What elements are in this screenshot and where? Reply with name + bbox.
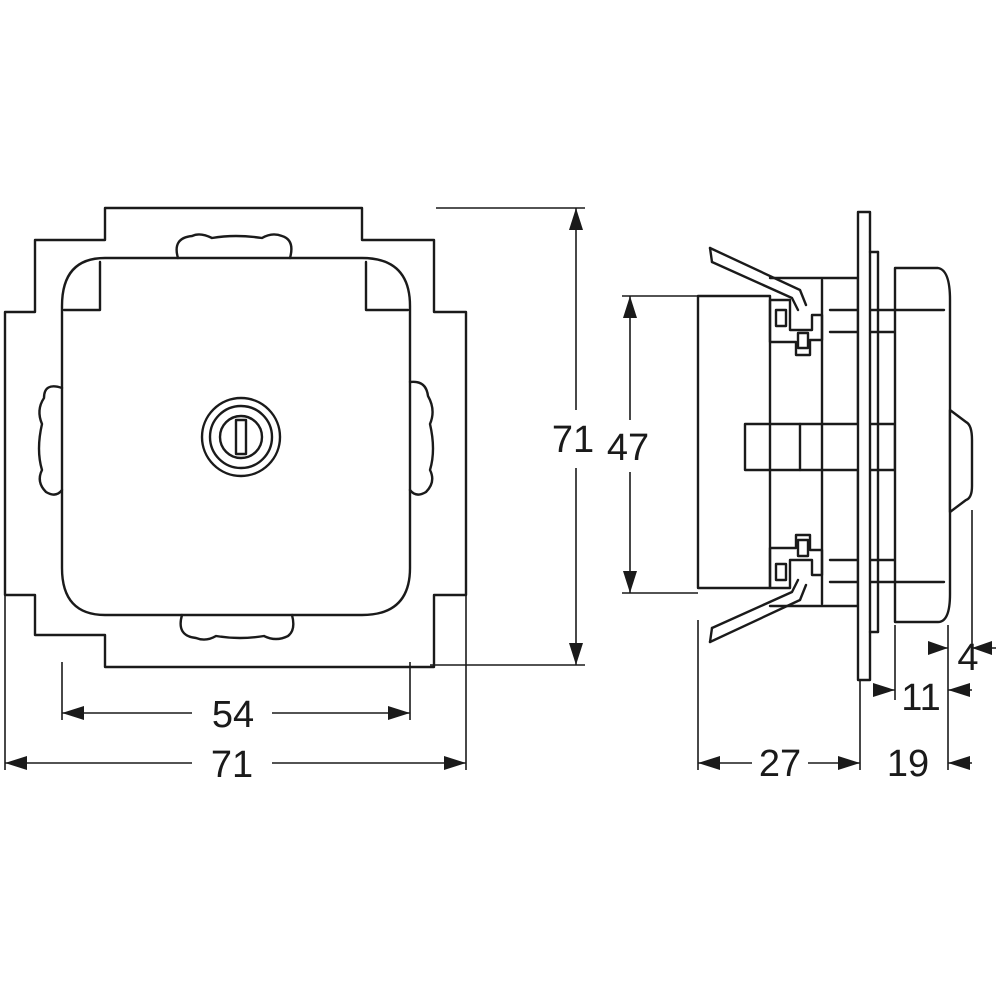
dimension-4: 4 [957,637,978,679]
lock-inner-ring [208,404,274,470]
arrow-head [838,756,860,770]
arrow-head [972,641,992,655]
top-clip [175,233,293,260]
front-dimensions: 54 71 71 [4,207,594,786]
side-knob [948,408,974,514]
arrow-head [5,756,27,770]
dimension-19: 19 [887,743,929,785]
lower-terminal [768,533,824,590]
corner-notch-tl [62,260,102,312]
lock-outer-ring [200,396,282,478]
dimension-54: 54 [212,694,254,736]
key-slot [234,418,248,456]
arrow-head [388,706,410,720]
arrow-head [569,643,583,665]
lock-cylinder [743,422,897,472]
dimension-71-width: 71 [211,744,253,786]
upper-terminal [768,298,824,357]
lock-core [218,414,264,460]
left-clip [37,385,64,496]
front-view [3,206,468,669]
dimension-47: 47 [607,427,649,469]
arrow-head [569,208,583,230]
arrow-head [928,641,948,655]
cover-plate [60,256,412,617]
arrow-head [623,571,637,593]
dimension-11: 11 [901,677,940,719]
side-cover [893,266,952,624]
arrow-head [62,706,84,720]
arrow-head [623,296,637,318]
lower-wire [708,578,808,644]
dimension-71-height: 71 [552,419,594,461]
mounting-frame [3,206,468,669]
side-view [696,210,974,682]
arrow-head [698,756,720,770]
side-dimensions: 47 27 19 11 4 [607,295,996,785]
arrow-head [873,683,895,697]
corner-notch-tr [364,260,410,312]
upper-wire [708,246,808,312]
dimension-27: 27 [759,743,801,785]
bottom-clip [179,613,295,641]
right-clip [408,380,435,496]
mounting-plate [856,210,872,682]
arrow-head [444,756,466,770]
arrow-head [948,683,970,697]
